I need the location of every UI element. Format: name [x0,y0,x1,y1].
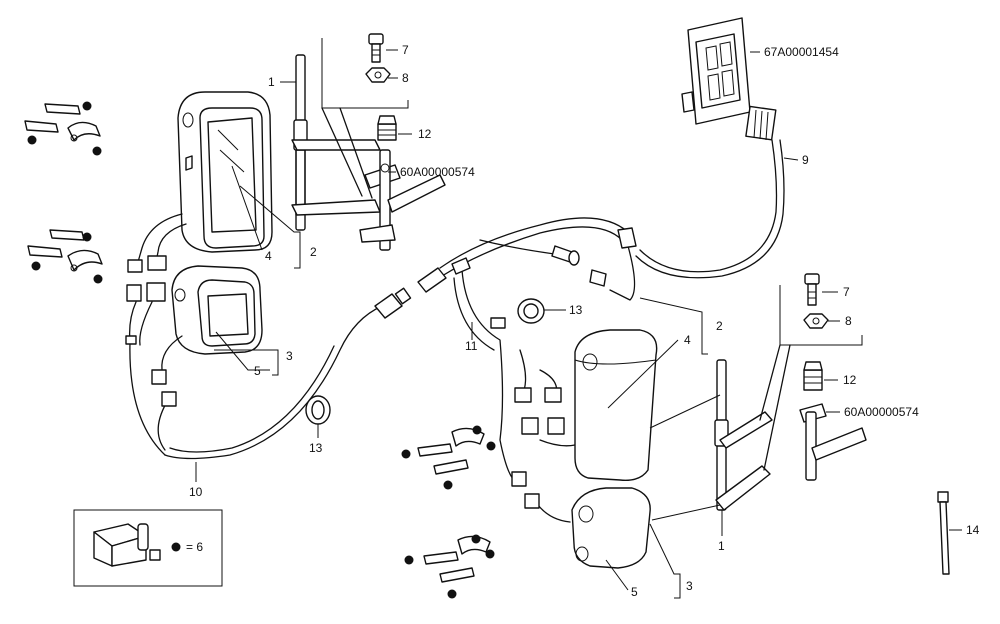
nut-8-right [803,313,829,329]
grommet-13-right [517,298,545,324]
leader-lines [195,49,962,599]
callout-4-right: 4 [684,333,691,347]
callout-2-left: 2 [310,245,317,259]
marker-dot [93,274,103,284]
callout-6: = 6 [186,540,203,554]
callout-67A: 67A00001454 [764,45,839,59]
inset-kit-box [73,509,223,587]
callout-8-left: 8 [402,71,409,85]
mounting-rod-right [714,285,863,511]
mirror-small-left [171,265,263,355]
connectors-left [125,255,177,407]
bracket-outline-left [321,38,409,109]
switch-panel-67A [681,17,777,141]
callout-5-left: 5 [254,364,261,378]
callout-11: 11 [465,339,478,353]
callout-13-right: 13 [569,303,583,317]
nut-8-left [365,67,391,83]
callout-5-right: 5 [631,585,638,599]
marker-dot [82,101,92,111]
callout-14: 14 [966,523,980,537]
clamp-set-bottom-1 [401,425,496,490]
bolt-12-right [803,361,823,391]
callout-13-left: 13 [309,441,323,455]
callout-9: 9 [802,153,809,167]
callout-60A-left: 60A00000574 [400,165,475,179]
callout-3-right: 3 [686,579,693,593]
callout-7-left: 7 [402,43,409,57]
callout-1-left: 1 [268,75,275,89]
bolt-7-right [804,273,820,306]
callout-12-left: 12 [418,127,432,141]
bolt-12-left [377,115,397,141]
mounting-rod-left [291,54,381,231]
callout-12-right: 12 [843,373,857,387]
callout-60A-right: 60A00000574 [844,405,919,419]
mount-bracket-left [359,149,446,251]
callout-7-right: 7 [843,285,850,299]
callout-1-right: 1 [718,539,725,553]
mirror-large-left [177,91,273,253]
mirror-large-right [574,329,658,481]
callout-10: 10 [189,485,203,499]
cable-9 [635,139,785,279]
clamp-set-bottom-2 [404,534,495,599]
cable-plug-10 [374,287,412,319]
connectors-harness-11 [417,227,637,509]
cable-tie-14 [937,491,950,575]
marker-dot [27,135,37,145]
mount-bracket-right [799,403,867,481]
mirror-small-right [571,487,651,569]
marker-dot [31,261,41,271]
grommet-13-left [305,395,331,425]
clamp-set-mid-left [27,229,103,272]
callout-4-left: 4 [265,249,272,263]
clamp-set-top-left [24,103,101,142]
bolt-7-left [368,33,384,63]
marker-dot [82,232,92,242]
marker-dot [92,146,102,156]
callout-2-right: 2 [716,319,723,333]
callout-3-left: 3 [286,349,293,363]
callout-8-right: 8 [845,314,852,328]
